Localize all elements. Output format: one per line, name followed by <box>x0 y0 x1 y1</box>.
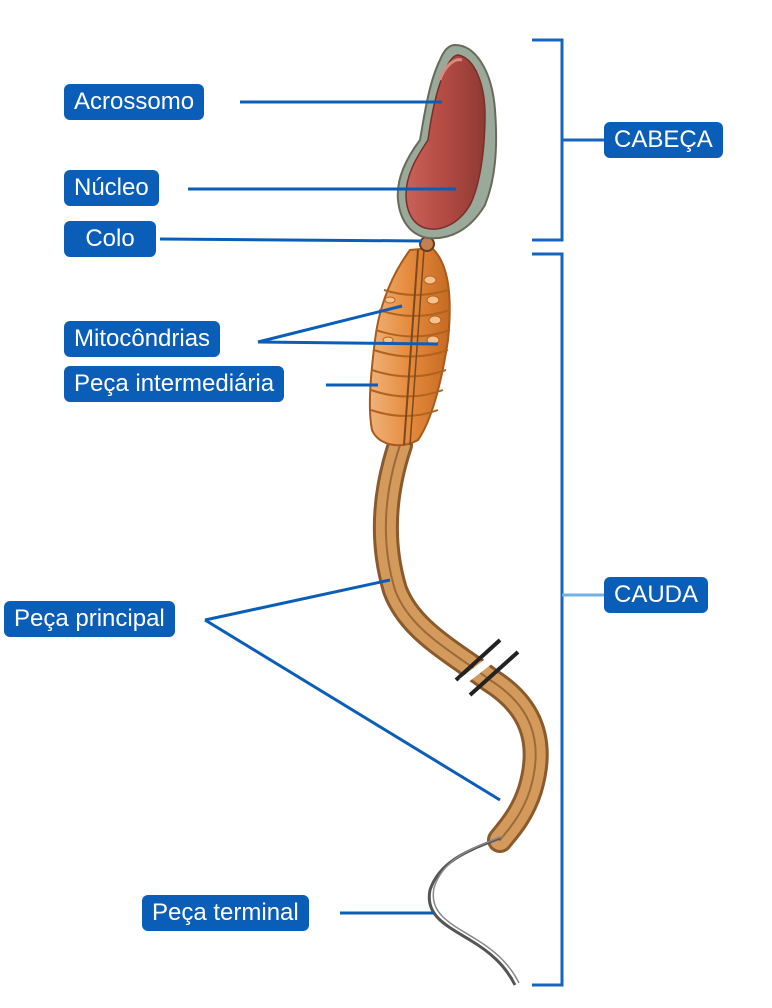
principal-piece <box>372 432 549 853</box>
label-nucleo: Núcleo <box>64 170 159 206</box>
leader-peca-principal-1 <box>204 578 391 622</box>
sperm-cell <box>368 43 549 986</box>
label-acrossomo: Acrossomo <box>64 84 205 120</box>
label-cabeca: CABEÇA <box>604 122 723 158</box>
label-mitocondrias: Mitocôndrias <box>64 321 221 357</box>
bracket-cauda <box>532 252 604 987</box>
tail-break-mark <box>454 638 520 697</box>
leader-peca-principal-2 <box>204 618 501 802</box>
label-colo: Colo <box>64 221 156 257</box>
label-cauda: CAUDA <box>604 577 709 613</box>
leader-lines <box>159 100 501 915</box>
label-peca-terminal: Peça terminal <box>142 895 309 931</box>
label-peca-principal: Peça principal <box>4 601 175 637</box>
midpiece <box>368 246 451 447</box>
leader-mitocondrias-2 <box>257 340 439 346</box>
bracket-cabeca <box>532 38 604 242</box>
leader-mitocondrias-1 <box>257 304 403 344</box>
head <box>396 43 498 240</box>
label-peca-intermediaria: Peça intermediária <box>64 366 285 402</box>
end-piece <box>427 836 517 986</box>
leader-colo <box>159 237 423 243</box>
